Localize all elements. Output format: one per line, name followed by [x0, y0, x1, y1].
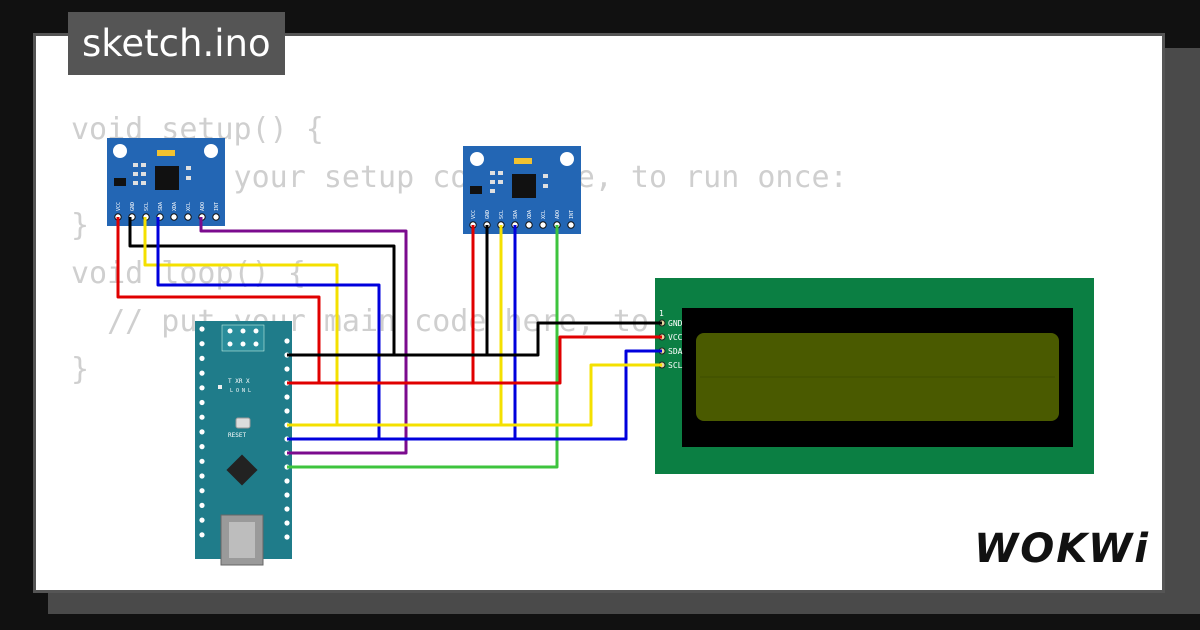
wire-s2-ado[interactable] — [287, 225, 559, 469]
sensor1-pin-label: XCL — [186, 202, 192, 211]
lcd-pin-label-scl: SCL — [668, 361, 683, 370]
arduino-nano[interactable]: T XR X L O N L RESET — [195, 321, 292, 566]
nano-pin — [199, 355, 205, 361]
sensor1-pin-int[interactable] — [212, 213, 220, 221]
sketch-filename-tab[interactable]: sketch.ino — [68, 12, 285, 75]
sensor2-pin-label: SCL — [499, 210, 505, 219]
sensor2-pin-xcl[interactable] — [539, 221, 547, 229]
code-line: } — [71, 208, 90, 243]
nano-mcu-chip — [226, 454, 258, 486]
lcd-pin-label-sda: SDA — [668, 347, 683, 356]
nano-pin — [199, 458, 205, 464]
sensor1-pin-xcl[interactable] — [184, 213, 192, 221]
nano-pin — [199, 341, 205, 347]
wire-lcd-sda[interactable] — [287, 349, 662, 441]
nano-pin — [284, 478, 290, 484]
wire-lcd-vcc[interactable] — [287, 335, 662, 385]
sensor2-pin-label: XCL — [541, 210, 547, 219]
sensor2-pin-label: GND — [485, 210, 491, 219]
sensor1-pin-label: VCC — [116, 202, 122, 211]
lcd-pin-label-vcc: VCC — [668, 333, 683, 342]
sensor2-pin-label: VCC — [471, 210, 477, 219]
sensor1-pin-label: INT — [214, 202, 220, 211]
mpu6050-sensor-2[interactable]: VCC GND SCL SDA XDA XCL ADO INT — [463, 146, 581, 234]
nano-pin — [199, 532, 205, 538]
sensor1-pin-xda[interactable] — [170, 213, 178, 221]
wokwi-logo: WOKWi — [974, 526, 1150, 572]
sensor2-pin-xda[interactable] — [525, 221, 533, 229]
nano-pin — [284, 534, 290, 540]
wire-lcd-gnd[interactable] — [287, 321, 662, 357]
nano-pin — [199, 517, 205, 523]
sensor1-pin-label: XDA — [172, 202, 178, 211]
sensor2-pin-label: XDA — [527, 210, 533, 219]
sensor-1-pin-labels: VCC GND SCL SDA XDA XCL ADO INT — [116, 202, 220, 211]
lcd-pin-label-gnd: GND — [668, 319, 683, 328]
nano-pin — [284, 366, 290, 372]
nano-pin — [199, 414, 205, 420]
nano-pin — [284, 394, 290, 400]
nano-tx-rx-label: T XR X — [228, 378, 250, 385]
lcd-pin1-marker: 1 — [659, 309, 664, 318]
sensor2-pin-int[interactable] — [567, 221, 575, 229]
nano-pin — [199, 488, 205, 494]
nano-pin — [284, 506, 290, 512]
nano-led-label: L O N L — [230, 388, 251, 394]
nano-pin — [199, 399, 205, 406]
sensor2-pin-label: INT — [569, 210, 575, 219]
sensor-2-pin-labels: VCC GND SCL SDA XDA XCL ADO INT — [471, 210, 575, 219]
wires — [116, 217, 662, 469]
nano-pin — [199, 502, 205, 508]
nano-pin — [199, 385, 205, 391]
nano-pin — [199, 326, 205, 332]
nano-pin — [199, 473, 205, 479]
sensor1-pin-label: GND — [130, 202, 136, 211]
wire-lcd-scl[interactable] — [287, 363, 662, 427]
nano-pin — [199, 370, 205, 376]
mpu6050-sensor-1[interactable]: VCC GND SCL SDA XDA XCL ADO INT — [107, 138, 225, 226]
nano-left-pin-header — [199, 326, 205, 538]
sensor1-pin-label: SCL — [144, 202, 150, 211]
lcd-display[interactable]: 1 GND VCC SDA SCL — [655, 278, 1094, 474]
sensor2-pin-label: SDA — [513, 210, 519, 219]
nano-pin — [284, 492, 290, 498]
nano-pin — [284, 408, 290, 414]
wire-s2-sda[interactable] — [287, 225, 517, 441]
wire-s1-ado[interactable] — [199, 217, 408, 455]
nano-pin — [199, 444, 205, 450]
sensor1-pin-label: SDA — [158, 202, 164, 211]
reset-button[interactable] — [235, 417, 251, 429]
nano-reset-label: RESET — [228, 432, 246, 439]
nano-pin — [284, 520, 290, 526]
sensor2-pin-label: ADO — [555, 210, 561, 219]
code-line: } — [71, 352, 90, 387]
sensor1-pin-label: ADO — [200, 202, 206, 211]
sensor-1-pins — [114, 213, 220, 221]
nano-pin — [199, 429, 205, 435]
nano-pin — [284, 338, 290, 344]
